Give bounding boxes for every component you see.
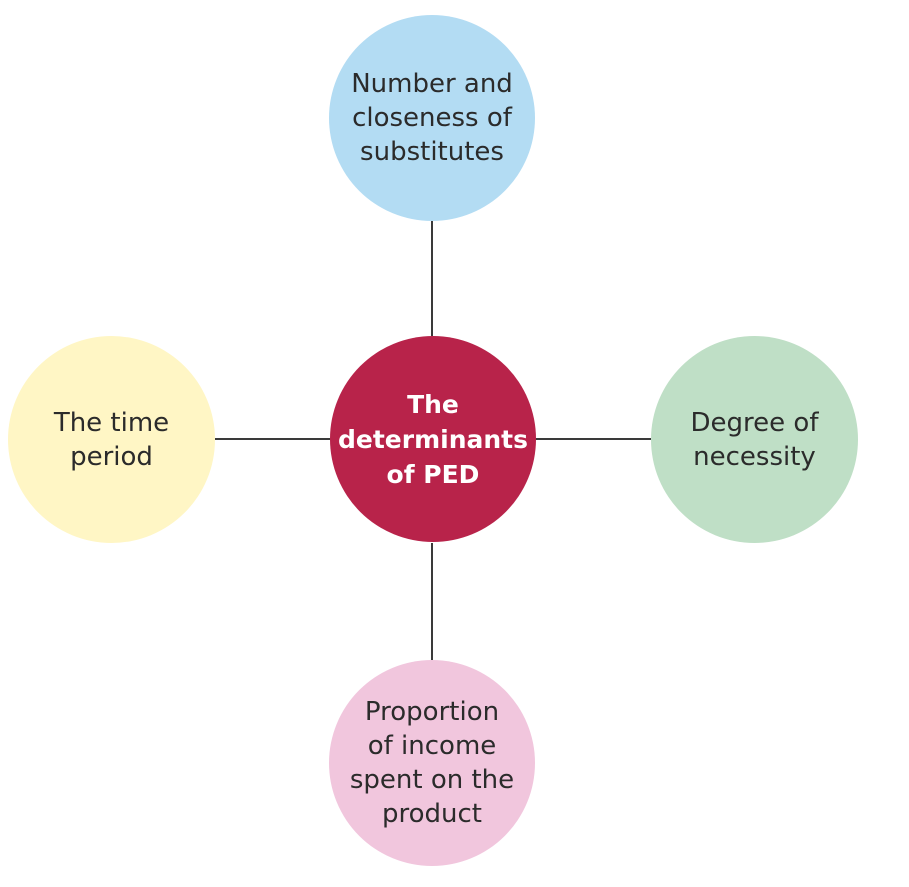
node-proportion-of-income-label: Proportion of income spent on the produc… — [349, 697, 515, 829]
node-time-period-label: The time period — [53, 407, 170, 472]
node-substitutes: Number and closeness of substitutes — [329, 15, 535, 221]
node-necessity: Degree of necessity — [651, 336, 858, 543]
connector-left — [215, 438, 330, 440]
connector-bottom — [431, 543, 433, 660]
node-necessity-label: Degree of necessity — [690, 407, 819, 472]
center-node-label: The determinants of PED — [337, 389, 528, 489]
node-time-period: The time period — [8, 336, 215, 543]
center-node-determinants-of-ped: The determinants of PED — [330, 336, 536, 542]
node-proportion-of-income: Proportion of income spent on the produc… — [329, 660, 535, 866]
connector-right — [535, 438, 651, 440]
node-substitutes-label: Number and closeness of substitutes — [351, 69, 513, 167]
connector-top — [431, 221, 433, 336]
